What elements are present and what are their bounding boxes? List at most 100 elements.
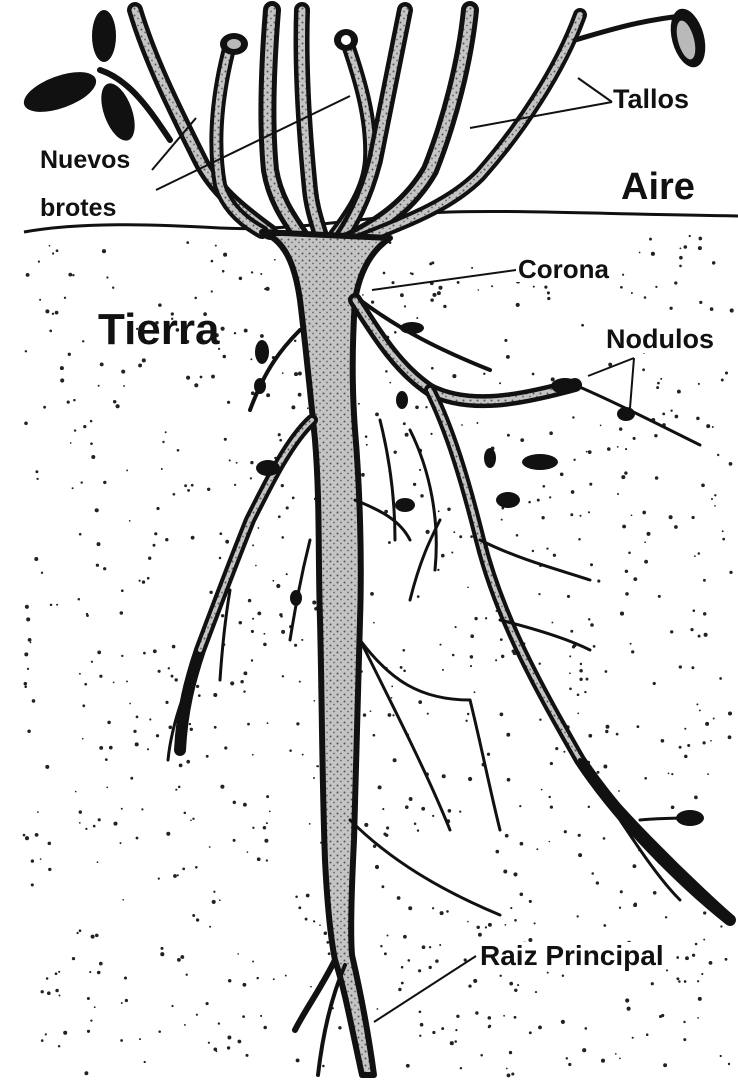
soil-dot (520, 893, 524, 897)
soil-dot (662, 413, 665, 416)
soil-dot (285, 975, 287, 977)
soil-dot (405, 805, 409, 809)
soil-dot (620, 612, 624, 616)
soil-dot (177, 874, 179, 876)
soil-dot (588, 806, 590, 808)
soil-dot (263, 826, 266, 829)
soil-dot (719, 677, 722, 680)
soil-dot (694, 555, 696, 557)
soil-dot (28, 638, 32, 642)
soil-dot (90, 442, 93, 445)
soil-dot (501, 655, 504, 658)
soil-dot (593, 645, 596, 648)
soil-dot (103, 567, 106, 570)
soil-dot (60, 378, 64, 382)
soil-dot (455, 1029, 457, 1031)
soil-dot (488, 1026, 491, 1029)
soil-dot (644, 541, 646, 543)
soil-dot (190, 728, 193, 731)
soil-dot (99, 675, 102, 678)
soil-dot (99, 746, 103, 750)
soil-dot (549, 496, 551, 498)
soil-dot (295, 895, 298, 898)
soil-dot (219, 532, 222, 535)
soil-dot (218, 1022, 220, 1024)
soil-dot (520, 438, 524, 442)
soil-dot (391, 281, 394, 284)
soil-dot (148, 557, 151, 560)
soil-dot (709, 961, 713, 965)
soil-dot (432, 293, 436, 297)
soil-dot (453, 531, 455, 533)
soil-dot (696, 703, 698, 705)
soil-dot (184, 484, 187, 487)
soil-dot (243, 803, 247, 807)
soil-dot (97, 971, 101, 975)
soil-dot (547, 972, 549, 974)
soil-dot (141, 808, 143, 810)
soil-dot (79, 673, 81, 675)
soil-dot (591, 872, 594, 875)
label-brotes: brotes (40, 196, 116, 221)
soil-dot (102, 249, 106, 253)
soil-dot (228, 979, 232, 983)
soil-dot (209, 846, 211, 848)
soil-dot (37, 811, 39, 813)
soil-dot (95, 934, 99, 938)
soil-dot (442, 669, 444, 671)
soil-dot (542, 485, 545, 488)
soil-dot (564, 830, 567, 833)
soil-dot (644, 296, 647, 299)
soil-dot (55, 989, 59, 993)
soil-dot (392, 714, 394, 716)
soil-dot (179, 764, 183, 768)
soil-dot (72, 274, 74, 276)
soil-dot (674, 281, 677, 284)
soil-dot (507, 434, 510, 437)
soil-dot (429, 946, 431, 948)
soil-dot (31, 883, 34, 886)
soil-dot (190, 819, 192, 821)
soil-dot (319, 924, 321, 926)
soil-dot (322, 1065, 325, 1068)
soil-dot (156, 507, 159, 510)
soil-dot (32, 699, 36, 703)
soil-dot (238, 1040, 242, 1044)
soil-dot (569, 672, 571, 674)
soil-dot (488, 1016, 492, 1020)
soil-dot (471, 267, 473, 269)
soil-dot (538, 1025, 542, 1029)
soil-dot (85, 828, 87, 830)
soil-dot (299, 681, 301, 683)
soil-dot (90, 1019, 92, 1021)
soil-dot (224, 746, 227, 749)
soil-dot (230, 681, 234, 685)
soil-dot (72, 957, 75, 960)
soil-dot (264, 839, 268, 843)
soil-dot (566, 1057, 568, 1059)
soil-dot (695, 943, 698, 946)
soil-dot (273, 978, 275, 980)
soil-dot (429, 262, 432, 265)
soil-dot (34, 557, 38, 561)
soil-dot (25, 605, 29, 609)
label-raiz-principal: Raiz Principal (478, 942, 666, 970)
soil-dot (625, 448, 627, 450)
soil-dot (622, 274, 624, 276)
soil-dot (416, 317, 418, 319)
soil-dot (24, 682, 28, 686)
soil-dot (679, 665, 682, 668)
soil-dot (703, 911, 706, 914)
soil-dot (286, 506, 289, 509)
soil-dot (129, 703, 131, 705)
soil-dot (539, 718, 541, 720)
soil-dot (422, 945, 426, 949)
soil-dot (698, 552, 701, 555)
soil-dot (191, 484, 194, 487)
soil-dot (404, 305, 406, 307)
soil-dot (720, 925, 722, 927)
soil-dot (620, 286, 623, 289)
soil-dot (500, 975, 502, 977)
soil-dot (467, 713, 469, 715)
soil-dot (680, 248, 682, 250)
